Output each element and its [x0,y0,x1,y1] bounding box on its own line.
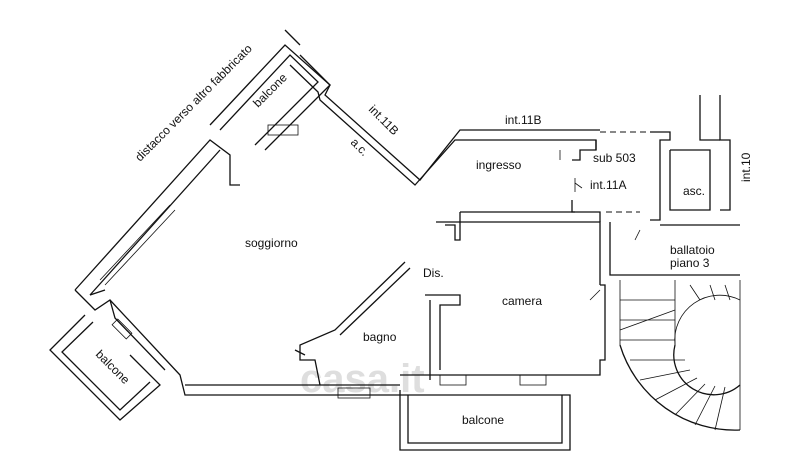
label-bagno: bagno [363,330,397,344]
label-int11b-top: int.11B [505,113,541,127]
label-ingresso: ingresso [476,158,522,172]
balcone-bottom [399,390,571,451]
label-dis: Dis. [423,266,444,280]
bagno-walls [294,261,411,399]
label-piano3: piano 3 [670,256,710,270]
spiral-stair [619,229,741,431]
label-camera: camera [502,294,542,308]
label-int11a: int.11A [590,178,626,192]
watermark: casa.it [300,357,425,401]
label-int11b-diagonal: int.11B [366,102,402,138]
windows-left [99,204,176,340]
label-distacco: distacco verso altro fabbricato [132,41,255,164]
label-balcone-left: balcone [93,347,133,387]
ingresso-area [436,140,601,223]
camera-walls [400,221,740,386]
label-int10: int.10 [739,152,753,182]
label-ballatoio: ballatoio [670,243,715,257]
label-asc: asc. [683,184,705,198]
label-soggiorno: soggiorno [245,236,298,250]
balcone-top [209,44,331,151]
balcone-left [49,314,161,421]
label-sub503: sub 503 [593,151,636,165]
label-ac: a.c. [348,135,372,159]
label-balcone-bottom: balcone [462,413,504,427]
dashed-area [600,95,740,226]
